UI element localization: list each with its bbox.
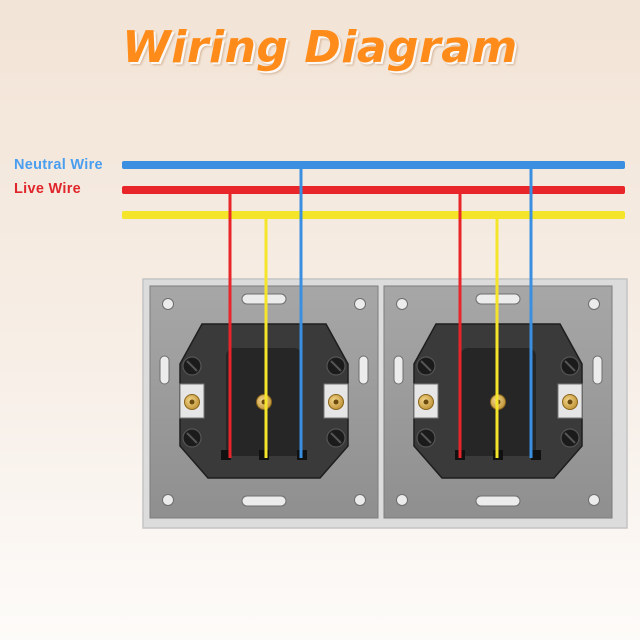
top-slot [241, 293, 287, 305]
diagram-title: Wiring Diagram [122, 22, 518, 73]
screw-slot [420, 432, 432, 444]
mounting-hole [354, 494, 366, 506]
mounting-hole [588, 494, 600, 506]
wire-entry [259, 450, 269, 460]
screw-slot [186, 360, 198, 372]
socket-unit-1 [149, 285, 379, 519]
screw-slot [420, 360, 432, 372]
earth-drop-wire [495, 215, 499, 458]
screw-slot [564, 360, 576, 372]
side-slot [393, 355, 404, 385]
side-slot [592, 355, 603, 385]
live-bus-wire [122, 186, 625, 194]
mounting-hole [588, 298, 600, 310]
mounting-hole [162, 494, 174, 506]
side-slot [159, 355, 170, 385]
earth-drop-wire [264, 215, 268, 458]
wire-entry [531, 450, 541, 460]
mounting-hole [354, 298, 366, 310]
drops-layer [228, 165, 533, 458]
bottom-slot [241, 495, 287, 507]
live-drop-wire [228, 190, 232, 458]
terminal-center [567, 399, 573, 405]
live-wire-label: Live Wire [14, 181, 82, 197]
live-drop-wire [458, 190, 462, 458]
screw-slot [186, 432, 198, 444]
earth-bus-wire [122, 211, 625, 219]
neutral-bus-wire [122, 161, 625, 169]
screw-slot [330, 432, 342, 444]
terminal-center [423, 399, 429, 405]
screw-slot [330, 360, 342, 372]
neutral-wire-label: Neutral Wire [14, 157, 103, 173]
mounting-hole [396, 298, 408, 310]
mounting-hole [396, 494, 408, 506]
side-slot [358, 355, 369, 385]
wire-entry [221, 450, 231, 460]
neutral-drop-wire [529, 165, 533, 458]
screw-slot [564, 432, 576, 444]
terminal-center [333, 399, 339, 405]
bottom-slot [475, 495, 521, 507]
neutral-drop-wire [299, 165, 303, 458]
terminal-center [189, 399, 195, 405]
mounting-hole [162, 298, 174, 310]
